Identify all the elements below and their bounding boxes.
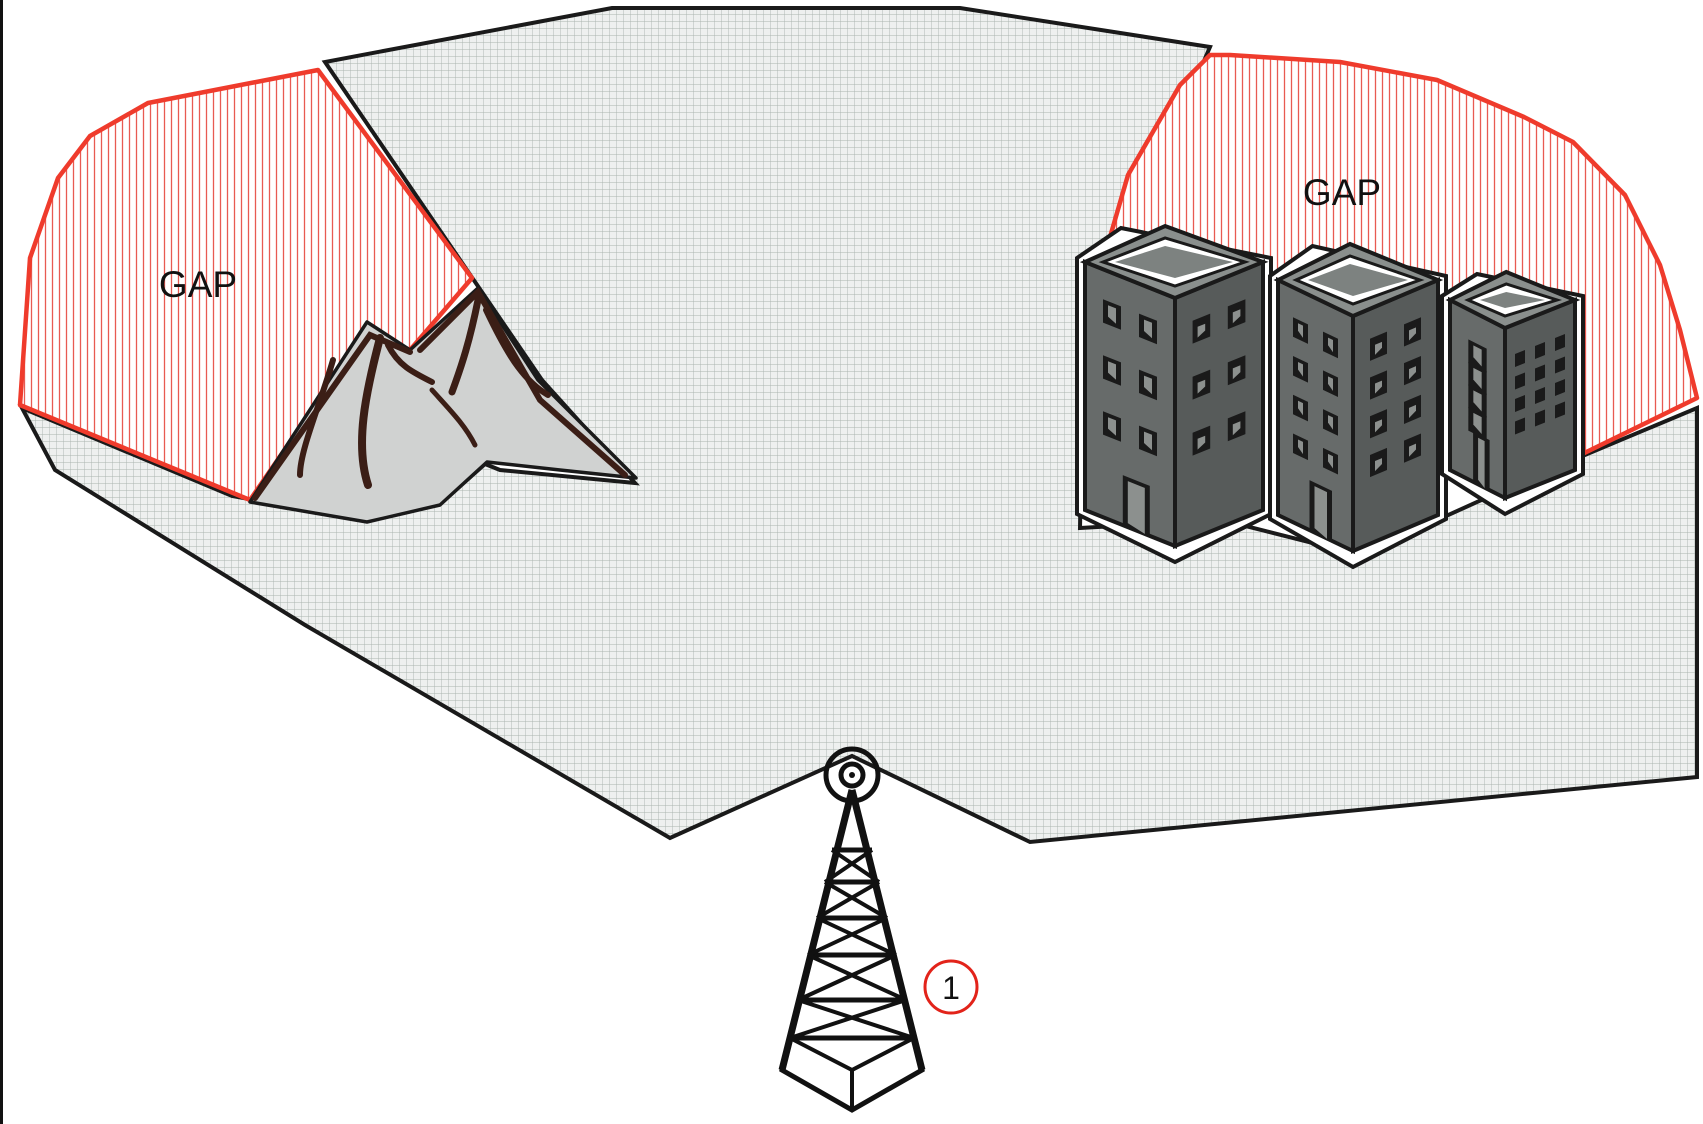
- radio-tower-icon: [778, 746, 926, 1113]
- gap-label-right: GAP: [1303, 172, 1381, 213]
- building-icon: [1075, 223, 1273, 565]
- tower-marker-label: 1: [942, 970, 960, 1006]
- building-icon: [1268, 241, 1448, 570]
- gap-label-left: GAP: [159, 264, 237, 305]
- mountain-icon: [248, 286, 638, 524]
- tower-marker: 1: [923, 959, 979, 1015]
- left-edge-border: [0, 0, 3, 1124]
- building-icon: [1440, 269, 1585, 517]
